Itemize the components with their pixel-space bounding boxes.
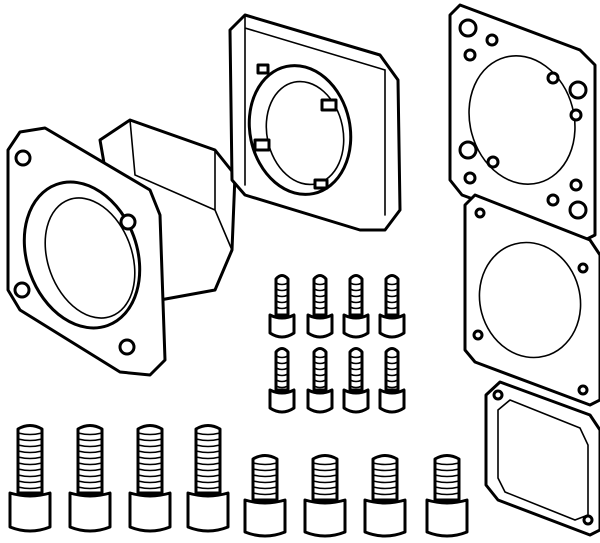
short-screw: [425, 454, 469, 538]
square-adapter-ring: [228, 13, 402, 232]
short-screw: [363, 454, 407, 538]
long-screw: [8, 424, 52, 533]
small-screw: [378, 274, 406, 339]
short-screw: [303, 454, 347, 538]
small-screw: [342, 274, 370, 339]
small-screw: [378, 347, 406, 414]
small-screw: [342, 347, 370, 414]
screws-group: [8, 274, 469, 538]
gasket-medium: [463, 193, 600, 407]
small-screw: [268, 274, 296, 339]
long-screw: [128, 424, 172, 533]
long-screw: [68, 424, 112, 533]
gasket-small: [484, 380, 600, 537]
short-screw: [243, 454, 287, 538]
small-screw: [306, 274, 334, 339]
small-screw: [268, 347, 296, 414]
small-screw: [306, 347, 334, 414]
flange-housing: [6, 118, 237, 377]
long-screw: [186, 424, 230, 533]
gasket-large: [448, 3, 597, 242]
